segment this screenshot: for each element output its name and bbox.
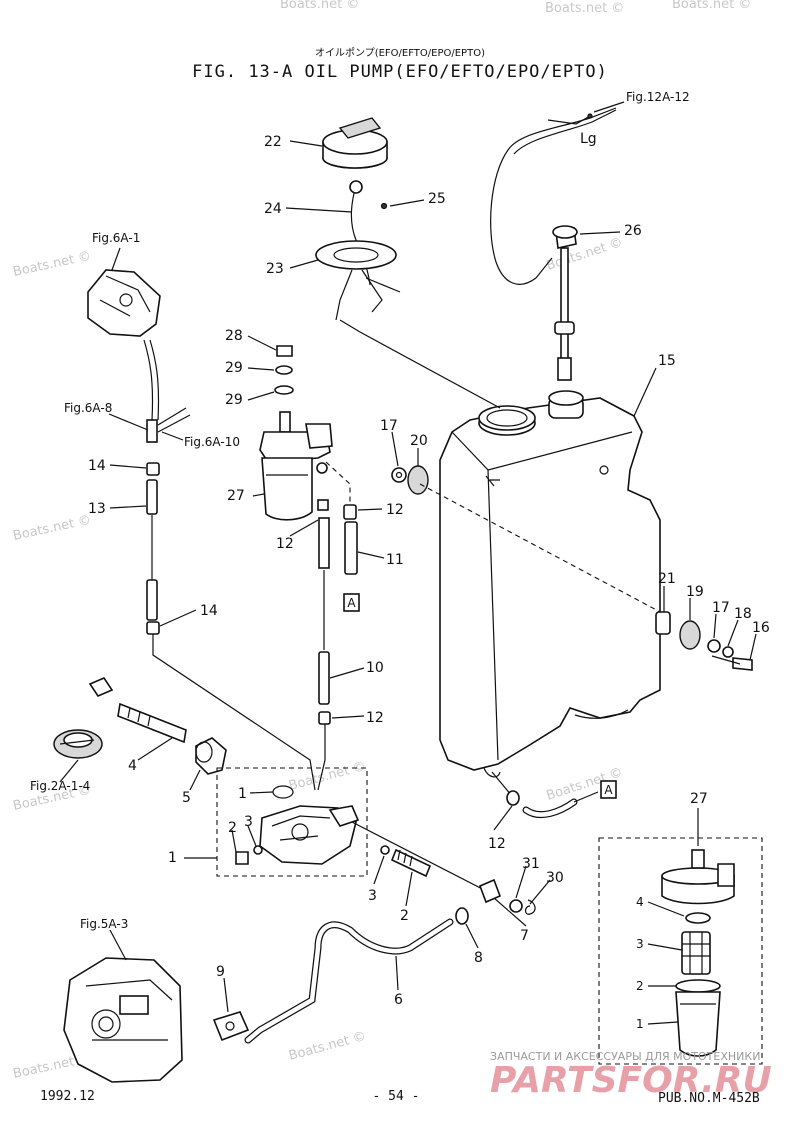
callout-numbers: 22 24 25 23 26 15 28 29 29 27 17 20 14 1… [88,134,770,1031]
tank-mount-hardware [391,465,753,671]
callout-7: 7 [520,928,529,944]
callout-13: 13 [88,501,106,517]
svg-text:A: A [347,596,356,610]
callout-24: 24 [264,201,282,217]
connection-marker-a-lower: A [600,780,617,799]
callout-8: 8 [474,950,483,966]
oil-level-sender [490,107,617,381]
callout-4: 4 [128,758,137,774]
callout-12-filter: 12 [276,536,294,552]
callout-10: 10 [366,660,384,676]
callout-17-right: 17 [712,600,730,616]
watermark-1: Boats.net © [672,0,751,12]
callout-22: 22 [264,134,282,150]
callout-12-bottom: 12 [488,836,506,852]
watermark-12: Boats.net © [287,1029,367,1064]
callout-14-upper: 14 [88,458,106,474]
ref-fig6a1: Fig.6A-1 [92,231,140,245]
callout-28: 28 [225,328,243,344]
ref-fig2a14: Fig.2A-1-4 [30,779,90,793]
oil-filter-assembly [259,345,358,575]
callout-2-detail: 2 [636,979,644,993]
filter-detail [598,837,763,1065]
callout-27-filter: 27 [227,488,245,504]
footer: ЗАПЧАСТИ И АКСЕССУАРЫ ДЛЯ МОТОТЕХНИКИ PA… [40,1050,772,1106]
oil-pump-assembly [216,767,497,897]
callout-15: 15 [658,353,676,369]
callout-5: 5 [182,790,191,806]
oil-return-hose [212,907,469,1044]
drive-gear-shaft [53,677,227,775]
figure-references: Fig.12A-12 Lg Fig.6A-1 Fig.6A-8 Fig.6A-1… [30,90,690,931]
callout-6: 6 [394,992,403,1008]
center-oil-line [317,570,331,791]
watermark-9: Boats.net © [287,759,367,794]
callout-30: 30 [546,870,564,886]
callout-2-shaft: 2 [400,908,409,924]
ref-fig12a12: Fig.12A-12 [626,90,690,104]
callout-17-left: 17 [380,418,398,434]
callout-18: 18 [734,606,752,622]
callout-20: 20 [410,433,428,449]
oil-tank [439,390,661,778]
figure-title: FIG. 13-A OIL PUMP(EFO/EFTO/EPO/EPTO) [192,62,608,82]
footer-date: 1992.12 [40,1089,95,1104]
callout-2-bolt: 2 [228,820,237,836]
ref-fig5a3: Fig.5A-3 [80,917,128,931]
ref-fig6a8: Fig.6A-8 [64,401,112,415]
figure-subtitle: オイルポンプ(EFO/EFTO/EPO/EPTO) [315,47,485,59]
callout-1-pump: 1 [168,850,177,866]
callout-11: 11 [386,552,404,568]
footer-pub-number: PUB.NO.M-452B [658,1091,760,1106]
callout-3-washer: 3 [244,814,253,830]
callout-29-upper: 29 [225,360,243,376]
callout-9: 9 [216,964,225,980]
filler-cap-assembly [315,117,401,321]
footer-page-number: - 54 - [373,1089,420,1104]
ref-lg: Lg [580,131,597,147]
callout-14-lower: 14 [200,603,218,619]
connection-marker-a-upper: A [343,593,360,612]
callout-25: 25 [428,191,446,207]
callout-29-lower: 29 [225,392,243,408]
tank-to-cap-line [339,319,501,409]
callout-1-detail: 1 [636,1017,644,1031]
watermark-6: Boats.net © [12,513,93,544]
watermark-2: Boats.net © [280,0,359,12]
callout-3-clip: 3 [368,888,377,904]
tank-bottom-hose [491,771,578,818]
callout-31: 31 [522,856,540,872]
ref-fig6a10: Fig.6A-10 [184,435,240,449]
pump-shaft-joint [380,845,536,915]
leader-lines [59,101,757,1025]
callout-23: 23 [266,261,284,277]
callout-1-oring: 1 [238,786,247,802]
callout-26: 26 [624,223,642,239]
callout-16: 16 [752,620,770,636]
callout-12-line: 12 [366,710,384,726]
carburetor [63,957,183,1083]
watermark-3: Boats.net © [545,1,624,16]
shop-logo: PARTSFOR.RU [490,1060,772,1101]
callout-27-detail: 27 [690,791,708,807]
callout-21: 21 [658,571,676,587]
watermark-4: Boats.net © [12,249,93,280]
callout-19: 19 [686,584,704,600]
callout-12-right: 12 [386,502,404,518]
svg-text:A: A [604,783,613,797]
left-oil-line [87,269,316,791]
callout-4-detail: 4 [636,895,644,909]
callout-3-detail: 3 [636,937,644,951]
shop-tagline: ЗАПЧАСТИ И АКСЕССУАРЫ ДЛЯ МОТОТЕХНИКИ [490,1050,760,1063]
